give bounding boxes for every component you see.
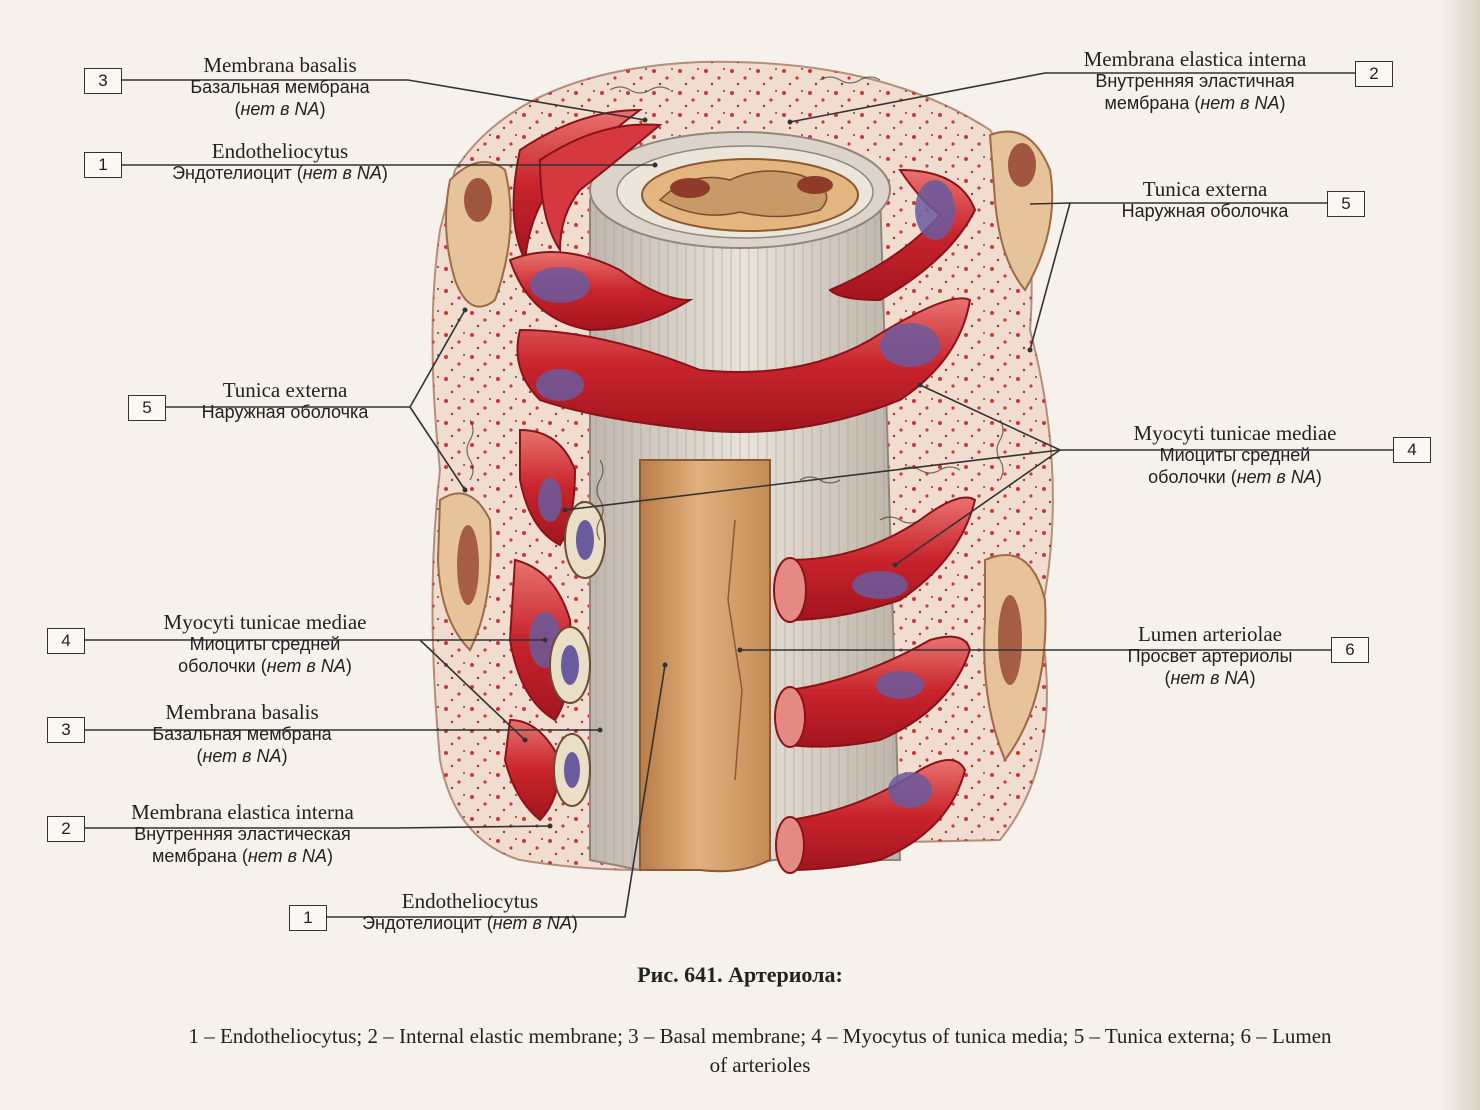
label-myocyti-right: Myocyti tunicae mediae Миоциты средней о…	[1080, 422, 1390, 488]
label-number-box: 1	[84, 152, 122, 178]
label-lumen-arteriolae: Lumen arteriolae Просвет артериолы (нет …	[1090, 623, 1330, 689]
label-membrana-elastica-interna-bottom: Membrana elastica interna Внутренняя эла…	[90, 801, 395, 867]
label-number-box: 2	[47, 816, 85, 842]
label-endotheliocytus-bottom: Endotheliocytus Эндотелиоцит (нет в NA)	[330, 890, 610, 934]
latin-term: Membrana basalis	[203, 53, 357, 77]
lumen	[639, 459, 771, 873]
figure-caption: 1 – Endotheliocytus; 2 – Internal elasti…	[40, 1022, 1480, 1080]
latin-term: Lumen arteriolae	[1137, 622, 1282, 646]
russian-term: Эндотелиоцит (нет в NA)	[172, 163, 388, 183]
latin-term: Endotheliocytus	[211, 139, 349, 163]
latin-term: Membrana elastica interna	[131, 800, 354, 824]
latin-term: Endotheliocytus	[401, 889, 539, 913]
label-number-box: 3	[84, 68, 122, 94]
russian-term-cont: оболочки (нет в NA)	[1148, 467, 1322, 487]
latin-term: Myocyti tunicae mediae	[163, 610, 367, 634]
figure-title: Рис. 641. Артериола:	[637, 962, 843, 987]
vessel-opening	[589, 131, 891, 249]
label-number-box: 2	[1355, 61, 1393, 87]
label-membrana-basalis-bottom: Membrana basalis Базальная мембрана (нет…	[112, 701, 372, 767]
russian-term-text: оболочки	[1148, 467, 1226, 487]
label-number-box: 5	[128, 395, 166, 421]
russian-term: Наружная оболочка	[201, 402, 369, 422]
russian-term-text: мембрана	[1104, 93, 1190, 113]
russian-term-text: Эндотелиоцит	[172, 163, 292, 183]
na-note-text: нет в NA	[247, 846, 327, 866]
na-note-text: нет в NA	[1236, 467, 1316, 487]
na-note-text: нет в NA	[302, 163, 382, 183]
latin-term: Tunica externa	[222, 378, 348, 402]
label-membrana-elastica-interna-top: Membrana elastica interna Внутренняя эла…	[1040, 48, 1350, 114]
page-edge-shadow	[1440, 0, 1480, 1110]
russian-term-text: Эндотелиоцит	[362, 913, 482, 933]
russian-term: Внутренняя эластичная	[1095, 71, 1295, 91]
na-note-text: нет в NA	[1200, 93, 1280, 113]
russian-term-cont: мембрана (нет в NA)	[152, 846, 333, 866]
russian-term: Эндотелиоцит (нет в NA)	[362, 913, 578, 933]
russian-term: Базальная мембрана	[190, 77, 370, 97]
label-number-box: 3	[47, 717, 85, 743]
na-note-text: нет в NA	[266, 656, 346, 676]
latin-term: Membrana basalis	[165, 700, 319, 724]
russian-term: Просвет артериолы	[1127, 646, 1293, 666]
label-tunica-externa-left: Tunica externa Наружная оболочка	[160, 379, 410, 423]
latin-term: Myocyti tunicae mediae	[1133, 421, 1337, 445]
na-note-text: нет в NA	[202, 746, 282, 766]
label-myocyti-left: Myocyti tunicae mediae Миоциты средней о…	[110, 611, 420, 677]
russian-term-cont: оболочки (нет в NA)	[178, 656, 352, 676]
russian-term: Наружная оболочка	[1121, 201, 1289, 221]
russian-term-text: оболочки	[178, 656, 256, 676]
label-membrana-basalis-top: Membrana basalis Базальная мембрана (нет…	[150, 54, 410, 120]
russian-term: Миоциты средней	[1159, 445, 1311, 465]
na-note: (нет в NA)	[234, 99, 326, 119]
na-note-text: нет в NA	[1170, 668, 1250, 688]
russian-term-text: мембрана	[152, 846, 237, 866]
label-number-box: 1	[289, 905, 327, 931]
na-note: (нет в NA)	[1164, 668, 1256, 688]
label-number-box: 6	[1331, 637, 1369, 663]
label-endotheliocytus-top: Endotheliocytus Эндотелиоцит (нет в NA)	[120, 140, 440, 184]
na-note-text: нет в NA	[492, 913, 572, 933]
na-note-text: нет в NA	[240, 99, 320, 119]
label-number-box: 4	[47, 628, 85, 654]
russian-term: Внутренняя эластическая	[134, 824, 351, 844]
russian-term: Миоциты средней	[189, 634, 341, 654]
russian-term: Базальная мембрана	[152, 724, 332, 744]
label-number-box: 5	[1327, 191, 1365, 217]
label-tunica-externa-right: Tunica externa Наружная оболочка	[1075, 178, 1335, 222]
latin-term: Tunica externa	[1142, 177, 1268, 201]
na-note: (нет в NA)	[196, 746, 288, 766]
label-number-box: 4	[1393, 437, 1431, 463]
russian-term-cont: мембрана (нет в NA)	[1104, 93, 1286, 113]
caption-line: of arterioles	[709, 1053, 811, 1077]
latin-term: Membrana elastica interna	[1083, 47, 1307, 71]
caption-line: 1 – Endotheliocytus; 2 – Internal elasti…	[188, 1024, 1332, 1048]
